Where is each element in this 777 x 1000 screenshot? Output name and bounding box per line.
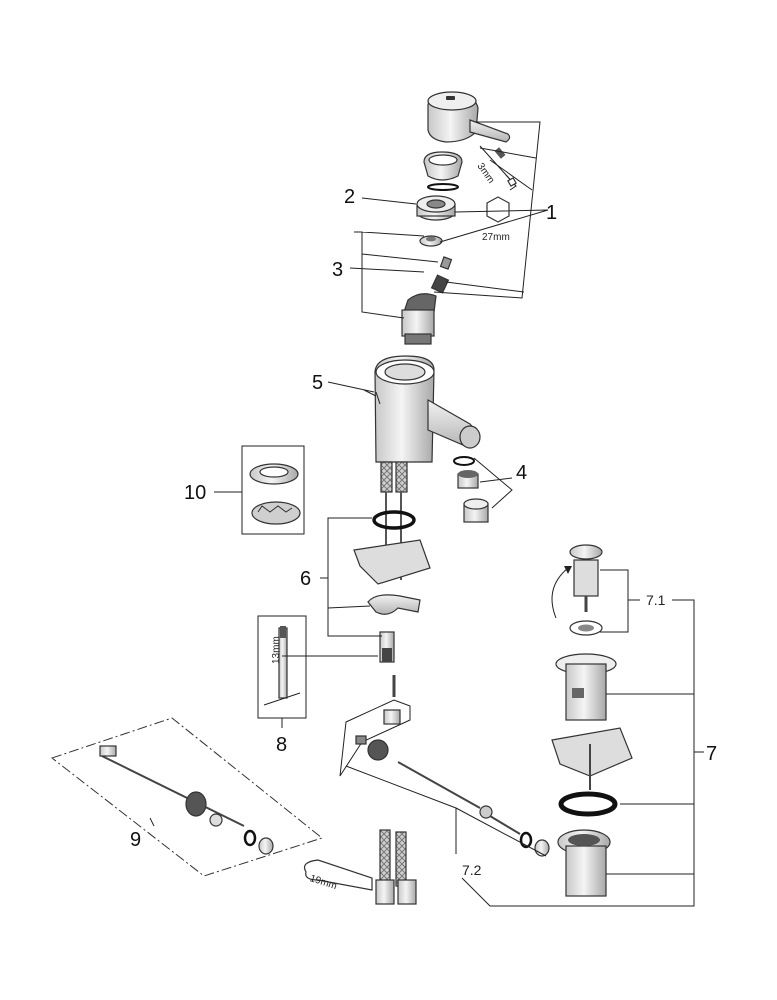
waste-body (551, 653, 633, 897)
callout-4: 4 (516, 462, 527, 484)
leader-lines (149, 121, 704, 907)
pop-up-linkage (339, 699, 521, 835)
hex-key-size-label: 3mm (475, 161, 497, 186)
callout-7-1: 7.1 (646, 592, 666, 608)
callout-3: 3 (332, 259, 343, 281)
hex-nut-27mm-icon: 27mm (482, 196, 510, 243)
pop-up-plug (551, 544, 603, 636)
ceramic-cartridge (401, 293, 437, 345)
callout-8: 8 (276, 734, 287, 756)
hex-nut-size-label: 27mm (482, 232, 510, 243)
connection-hoses (375, 829, 417, 905)
callout-10: 10 (184, 482, 206, 504)
lever-handle (427, 91, 511, 143)
callout-2: 2 (344, 186, 355, 208)
callout-7: 7 (706, 743, 717, 765)
callout-5: 5 (312, 372, 323, 394)
callout-7-2: 7.2 (462, 862, 482, 878)
hex-key-3mm: 3mm (475, 145, 517, 191)
flange-set-box (241, 445, 305, 535)
installation-wrench-box: 13mm (257, 615, 307, 719)
callout-1: 1 (546, 202, 557, 224)
mounting-set (353, 510, 431, 697)
cartridge-nut (416, 195, 456, 221)
basin-mixer-body (363, 355, 481, 463)
rod-wrench-size-label: 13mm (271, 636, 282, 664)
wrench-19mm: 19mm (303, 859, 373, 892)
callout-labels: 1 2 3 4 5 6 7 7.1 7.2 8 9 10 (130, 186, 717, 878)
handle-cap (423, 151, 463, 191)
callout-9: 9 (130, 829, 141, 851)
callout-6: 6 (300, 568, 311, 590)
cartridge-seal-kit (419, 235, 453, 294)
extension-rod-set (50, 717, 324, 877)
aerator-set (453, 456, 489, 523)
